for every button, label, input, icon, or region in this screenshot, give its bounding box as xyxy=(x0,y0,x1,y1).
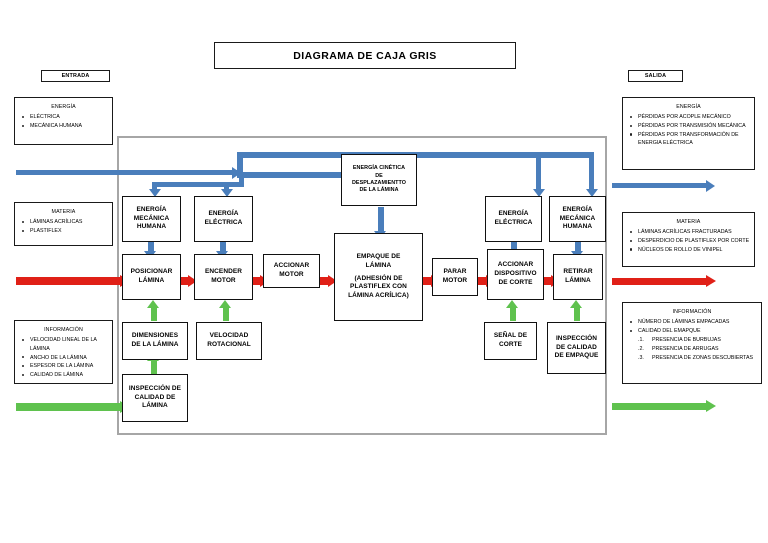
tag-salida: SALIDA xyxy=(628,70,683,82)
input-box-materia: MATERIA LÁMINAS ACRÍLICAS PLASTIFLEX xyxy=(14,202,113,246)
energy-ee1-to-encender xyxy=(220,241,226,253)
output-materia-heading: MATERIA xyxy=(676,219,701,225)
energy-drop-ee1 xyxy=(224,182,229,191)
material-parar-to-accionar-disp xyxy=(478,277,487,285)
list-item: DESPERDICIO DE PLASTIFLEX POR CORTE xyxy=(627,237,750,246)
output-box-materia: MATERIA LÁMINAS ACRÍLICAS FRACTURADAS DE… xyxy=(622,212,755,267)
material-output-arrow-shaft xyxy=(612,278,708,285)
arrow-head-energia-mecanica-humana-2 xyxy=(585,189,598,197)
energy-cinetica-to-empaque xyxy=(378,207,384,233)
node-energia-mecanica-humana-1[interactable]: ENERGÍA MECÁNICA HUMANA xyxy=(122,196,181,242)
input-box-informacion: INFORMACIÓN VELOCIDAD LINEAL DE LA LÁMIN… xyxy=(14,320,113,384)
node-accionar-dispositivo-de-corte[interactable]: ACCIONAR DISPOSITIVO DE CORTE xyxy=(487,249,544,300)
node-inspeccion-calidad-lamina[interactable]: INSPECCIÓN DE CALIDAD DE LÁMINA xyxy=(122,374,188,422)
list-item: CALIDAD DE LÁMINA xyxy=(19,371,108,380)
energy-emh2-to-retirar xyxy=(575,241,581,253)
list-item: PÉRDIDAS POR ACOPLE MECÁNICO xyxy=(627,113,750,122)
node-encender-motor[interactable]: ENCENDER MOTOR xyxy=(194,254,253,300)
input-box-energia: ENERGÍA ELÉCTRICA MECÁNICA HUMANA xyxy=(14,97,113,145)
list-item: .3.PRESENCIA DE ZONAS DESCUBIERTAS xyxy=(638,354,754,361)
arrow-head-energia-mecanica-humana-1 xyxy=(148,189,161,197)
output-energia-heading: ENERGÍA xyxy=(676,104,701,110)
list-item: .2.PRESENCIA DE ARRUGAS xyxy=(638,345,719,352)
material-input-arrow-shaft xyxy=(16,277,122,285)
node-retirar-lamina[interactable]: RETIRAR LÁMINA xyxy=(553,254,603,300)
arrow-head-retirar-lamina-info xyxy=(570,300,582,308)
info-velocidad-to-encender xyxy=(223,307,229,321)
information-output-arrow-shaft xyxy=(612,403,708,410)
list-item: PÉRDIDAS POR TRANSMISIÓN MECÁNICA xyxy=(627,122,750,131)
material-posicionar-to-encender xyxy=(180,277,189,285)
node-velocidad-rotacional[interactable]: VELOCIDAD ROTACIONAL xyxy=(196,322,262,360)
info-senal-to-accionar-disp xyxy=(510,307,516,321)
list-item: LÁMINAS ACRÍLICAS FRACTURADAS xyxy=(627,228,750,237)
energy-output-arrow-head xyxy=(706,179,715,192)
arrow-head-energia-electrica-2 xyxy=(532,189,545,197)
node-empaque-de-lamina[interactable]: EMPAQUE DE LÁMINA (ADHESIÓN DE PLASTIFLE… xyxy=(334,233,423,321)
list-item: ANCHO DE LA LÁMINA xyxy=(19,354,108,363)
output-informacion-heading: INFORMACIÓN xyxy=(672,309,712,315)
node-inspeccion-calidad-empaque[interactable]: INSPECCIÓN DE CALIDAD DE EMPAQUE xyxy=(547,322,606,374)
arrow-head-encender-motor-info xyxy=(219,300,231,308)
output-box-energia: ENERGÍA PÉRDIDAS POR ACOPLE MECÁNICO PÉR… xyxy=(622,97,755,170)
info-inspeccion-empaque-to-retirar xyxy=(574,307,580,321)
node-parar-motor[interactable]: PARAR MOTOR xyxy=(432,258,478,296)
gray-box-container xyxy=(117,136,607,435)
node-senal-de-corte[interactable]: SEÑAL DE CORTE xyxy=(484,322,537,360)
arrow-head-posicionar-lamina-info xyxy=(147,300,159,308)
material-accionar-to-empaque xyxy=(320,277,329,285)
energy-feeder-left-joint xyxy=(239,172,244,186)
list-item: VELOCIDAD LINEAL DE LA LÁMINA xyxy=(19,336,108,353)
energy-emh1-to-posicionar xyxy=(148,241,154,253)
input-energia-heading: ENERGÍA xyxy=(51,104,76,110)
input-informacion-heading: INFORMACIÓN xyxy=(44,327,83,333)
information-output-arrow-head xyxy=(706,400,716,412)
list-item: NÚCLEOS DE ROLLO DE VINIPEL xyxy=(627,246,750,255)
energy-drop-ee2 xyxy=(536,155,541,191)
energy-bus-left-drop xyxy=(237,152,243,178)
info-dimensiones-to-posicionar xyxy=(151,307,157,321)
list-item: CALIDAD DEL EMAPQUE xyxy=(627,327,757,336)
list-item: MECÁNICA HUMANA xyxy=(19,122,108,131)
material-accionar-disp-to-retirar xyxy=(543,277,552,285)
page-title: DIAGRAMA DE CAJA GRIS xyxy=(214,42,516,69)
arrow-head-energia-electrica-1 xyxy=(220,189,233,197)
energy-ee2-to-accionar-disp xyxy=(511,241,517,253)
node-accionar-motor[interactable]: ACCIONAR MOTOR xyxy=(263,254,320,288)
info-inspeccion-to-dimensiones xyxy=(151,360,157,374)
list-item: ELÉCTRICA xyxy=(19,113,108,122)
list-item: NÚMERO DE LÁMINAS EMPACADAS xyxy=(627,318,757,327)
energy-input-arrow-shaft xyxy=(16,170,238,175)
energy-drop-emh1 xyxy=(152,182,157,191)
energy-output-arrow-shaft xyxy=(612,183,708,188)
node-posicionar-lamina[interactable]: POSICIONAR LÁMINA xyxy=(122,254,181,300)
node-energia-cinetica-desplazamiento[interactable]: ENERGÍA CINÉTICA DE DESPLAZAMIENTTO DE L… xyxy=(341,154,417,206)
list-item: .1.PRESENCIA DE BURBUJAS xyxy=(638,336,721,343)
material-empaque-to-parar xyxy=(423,277,432,285)
material-output-arrow-head xyxy=(706,275,716,287)
node-energia-electrica-1[interactable]: ENERGÍA ELÉCTRICA xyxy=(194,196,253,242)
information-input-arrow-shaft xyxy=(16,403,122,411)
energy-drop-emh2 xyxy=(589,155,594,191)
material-encender-to-accionar xyxy=(252,277,261,285)
output-box-informacion: INFORMACIÓN NÚMERO DE LÁMINAS EMPACADAS … xyxy=(622,302,762,384)
list-item: PLASTIFLEX xyxy=(19,227,108,236)
node-energia-electrica-2[interactable]: ENERGÍA ELÉCTRICA xyxy=(485,196,542,242)
list-item: LÁMINAS ACRÍLICAS xyxy=(19,218,108,227)
tag-entrada: ENTRADA xyxy=(41,70,110,82)
node-energia-mecanica-humana-2[interactable]: ENERGÍA MECÁNICA HUMANA xyxy=(549,196,606,242)
list-item: PÉRDIDAS POR TRANSFORMACIÓN DE ENERGIA E… xyxy=(627,131,750,148)
arrow-head-encender-motor-material xyxy=(188,275,197,287)
list-item: ESPESOR DE LA LÁMINA xyxy=(19,362,108,371)
arrow-head-accionar-dispositivo-info xyxy=(506,300,518,308)
energy-input-arrow-head xyxy=(232,166,241,179)
arrow-head-empaque-lamina-material xyxy=(328,275,337,287)
input-materia-heading: MATERIA xyxy=(51,209,76,215)
node-dimensiones-de-la-lamina[interactable]: DIMENSIONES DE LA LÁMINA xyxy=(122,322,188,360)
energy-feeder-left xyxy=(152,182,244,187)
energy-bus-mid xyxy=(237,172,344,178)
